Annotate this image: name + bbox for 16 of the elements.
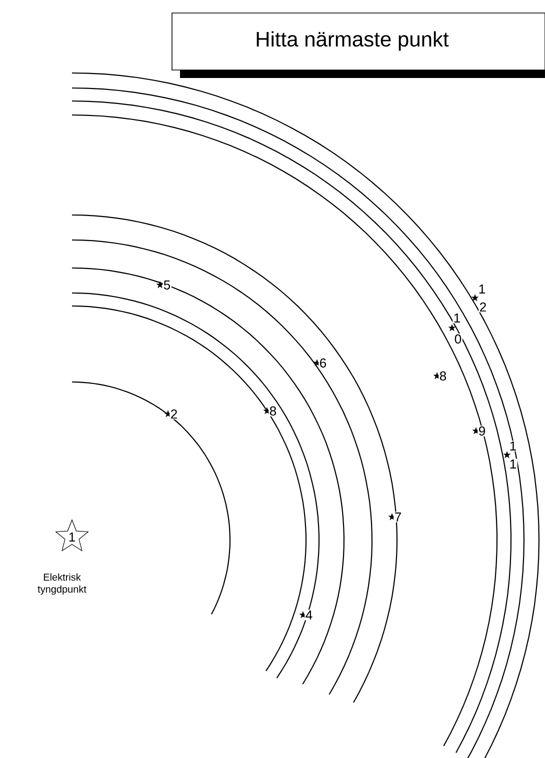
caption-text: Elektrisk tyngdpunkt (38, 573, 86, 595)
point-number: 2 (170, 408, 178, 420)
point-number: 4 (304, 610, 314, 620)
point-number: 1 (452, 312, 462, 324)
point-number: 5 (162, 280, 172, 290)
point-number: 1 (478, 284, 486, 294)
point-number: 9 (478, 426, 486, 436)
point-number: 0 (454, 334, 462, 344)
point-number: 2 (478, 302, 488, 312)
point-number: 7 (394, 512, 402, 522)
point-number: 1 (508, 458, 518, 470)
point-number: 8 (438, 370, 448, 382)
point-number: 6 (318, 358, 328, 368)
point-number: 1 (508, 440, 518, 452)
title-box: Hitta närmaste punkt (172, 12, 545, 78)
point-number: 8 (268, 406, 278, 416)
